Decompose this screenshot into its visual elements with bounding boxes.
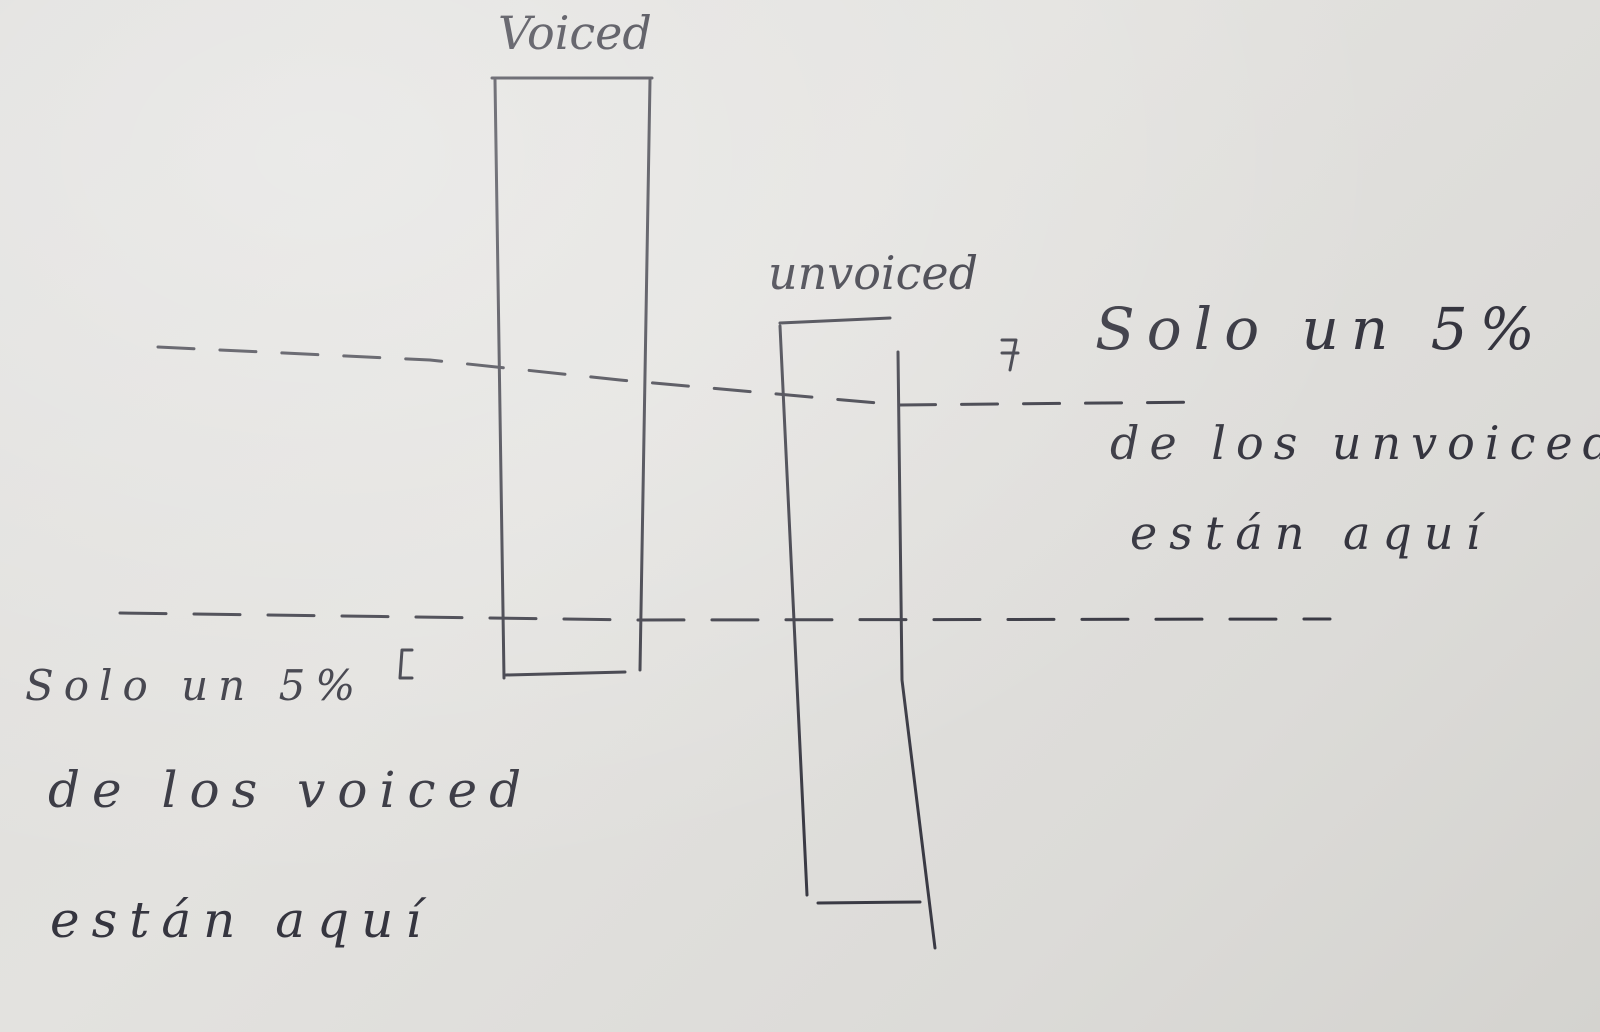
right-note-line-3: están aquí [1130, 506, 1493, 560]
unvoiced-bracket-mark [1000, 338, 1020, 372]
voiced-label: Voiced [498, 6, 652, 60]
right-note-line-2: de los unvoiced [1110, 416, 1600, 470]
voiced-bracket-mark [398, 648, 414, 680]
left-note-line-3: están aquí [50, 891, 434, 949]
left-note-line-2: de los voiced [48, 761, 534, 819]
left-note-line-1: Solo un 5% [25, 661, 366, 710]
voiced-bar [490, 76, 654, 680]
upper-dashed-threshold [156, 345, 1207, 407]
unvoiced-label: unvoiced [768, 246, 979, 300]
right-note-line-1: Solo un 5% [1095, 295, 1547, 363]
lower-dashed-threshold [118, 611, 1332, 622]
unvoiced-bar [778, 316, 937, 950]
